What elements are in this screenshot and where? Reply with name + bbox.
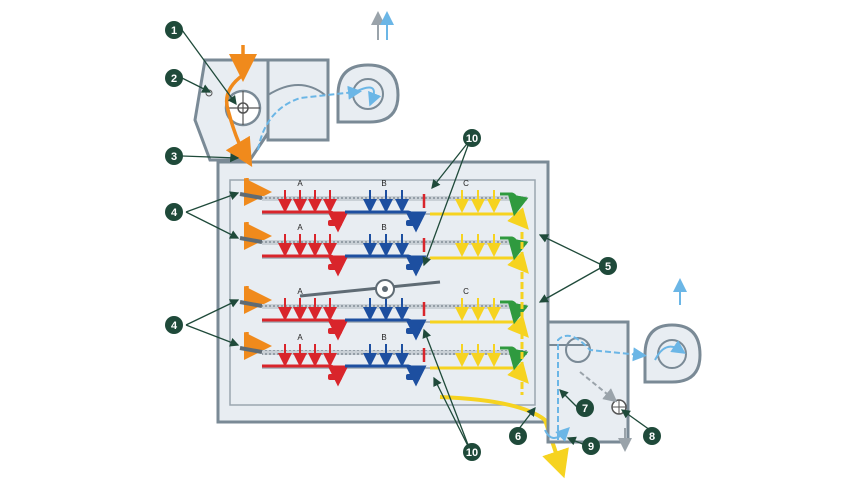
callout-number: 6 (515, 431, 521, 443)
feed-arrow (244, 332, 272, 360)
zone-label-a: A (297, 223, 303, 232)
zone-label-c: C (463, 179, 469, 188)
feed-arrow (244, 222, 272, 250)
leader-line (181, 29, 237, 106)
cooler-unit (544, 278, 702, 452)
mesh-belt (262, 304, 527, 309)
feed-hopper (193, 45, 330, 168)
callout-number: 10 (466, 447, 478, 459)
callout-c10a: 10 (463, 129, 481, 147)
spreader (239, 236, 263, 244)
exhaust-fan-top (257, 11, 400, 151)
zone-a-tray (328, 264, 342, 270)
leader-line (185, 191, 240, 213)
callout-number: 5 (605, 261, 611, 273)
zone-green-arrow (500, 346, 529, 371)
callouts: 1 2 3 4 4 5 6 7 8 9 10 10 (165, 21, 661, 461)
callout-c4b: 4 (165, 316, 183, 334)
leader-line (431, 139, 471, 190)
zone-green-arrow (500, 300, 529, 325)
conveyor-tiers: ABCABABCAB (239, 178, 529, 387)
callout-c3: 3 (165, 147, 183, 165)
callout-c1: 1 (165, 21, 183, 39)
feed-arrow (244, 178, 272, 206)
zone-a-tray (328, 328, 342, 334)
spreader (239, 346, 263, 354)
zone-b-tray (406, 264, 420, 270)
leader-line (181, 153, 240, 163)
leader-line (185, 211, 240, 239)
mesh-belt (262, 196, 527, 201)
conveyor-tier: A B C (239, 178, 529, 233)
mesh-belt (262, 240, 527, 245)
leader-line (185, 324, 240, 347)
leader-line (566, 436, 586, 446)
callout-c10b: 10 (463, 443, 481, 461)
leader-line (517, 406, 536, 431)
zone-a-tray (328, 374, 342, 380)
callout-number: 2 (171, 73, 177, 85)
callout-c9: 9 (582, 437, 600, 455)
zone-label-b: B (381, 179, 386, 188)
zone-b-tray (406, 328, 420, 334)
zone-green-arrow (500, 192, 529, 217)
zone-green-arrow (500, 236, 529, 261)
zone-label-a: A (297, 179, 303, 188)
leader-line (538, 234, 605, 267)
callout-number: 4 (171, 207, 178, 219)
callout-number: 9 (588, 441, 594, 453)
zone-a-tray (328, 220, 342, 226)
callout-c4a: 4 (165, 203, 183, 221)
callout-c8: 8 (643, 427, 661, 445)
callout-c6: 6 (509, 427, 527, 445)
mesh-belt (262, 350, 527, 355)
zone-label-a: A (297, 333, 303, 342)
leader-line (422, 139, 471, 267)
callout-c5: 5 (599, 257, 617, 275)
callout-number: 4 (171, 320, 178, 332)
spreader (239, 192, 263, 200)
callout-number: 10 (466, 133, 478, 145)
callout-c7: 7 (576, 399, 594, 417)
leader-line (185, 299, 240, 326)
callout-c2: 2 (165, 69, 183, 87)
zone-label-c: C (463, 287, 469, 296)
zone-b-tray (406, 374, 420, 380)
leader-line (538, 265, 605, 303)
leader-line (433, 376, 471, 451)
callout-number: 1 (171, 25, 177, 37)
leader-lines (181, 29, 651, 451)
leader-line (559, 389, 579, 409)
callout-number: 3 (171, 151, 177, 163)
zone-b-tray (406, 220, 420, 226)
zone-label-a: A (297, 287, 303, 296)
zone-label-b: B (381, 333, 386, 342)
agitator (299, 279, 441, 299)
callout-number: 8 (649, 431, 655, 443)
leader-line (620, 409, 651, 431)
feed-arrow (244, 286, 272, 314)
callout-number: 7 (582, 403, 588, 415)
conveyor-tier: A B C (239, 286, 529, 341)
zone-label-b: B (381, 223, 386, 232)
leader-line (422, 328, 471, 451)
collector-channel (439, 232, 569, 479)
leader-line (181, 77, 212, 93)
spreader (239, 300, 263, 308)
